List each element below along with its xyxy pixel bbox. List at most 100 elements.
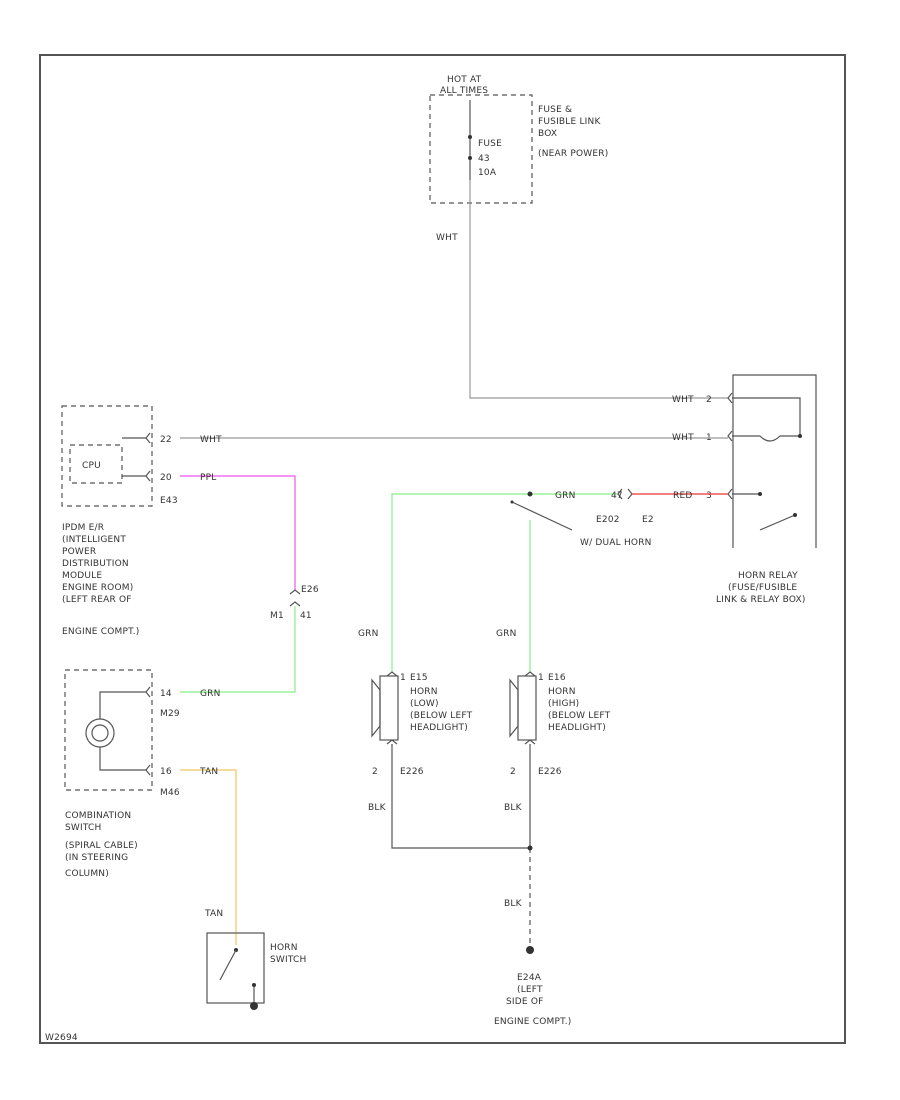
ipdm-terminal-lower xyxy=(145,470,151,482)
joint-connector: E26 M1 41 xyxy=(270,585,319,621)
horn-high-pin-top: 1 xyxy=(538,673,544,683)
ipdm-terminal-upper xyxy=(145,432,151,444)
joint-pin-41: 41 xyxy=(300,611,312,621)
horn-low-name-3: (BELOW LEFT xyxy=(410,711,473,721)
wire-label-wht-relay-top: WHT xyxy=(672,395,694,405)
horn-switch-ground-icon xyxy=(250,1002,258,1010)
diagram-id: W2694 xyxy=(45,1033,78,1043)
ipdm-name-2: (INTELLIGENT xyxy=(62,535,126,545)
wire-label-grn-combo: GRN xyxy=(200,689,221,699)
horn-high-terminal-top xyxy=(524,671,536,677)
wire-label-blk-ground: BLK xyxy=(504,899,523,909)
wire-label-tan-combo: TAN xyxy=(199,767,218,777)
wire-label-tan-switch: TAN xyxy=(204,909,223,919)
dual-horn-pin: 47 xyxy=(611,491,623,501)
horn-switch: HORN SWITCH xyxy=(206,932,307,1010)
wire-label-wht-fuse: WHT xyxy=(436,233,458,243)
ipdm-pin-20: 20 xyxy=(160,473,172,483)
horn-high-name-4: HEADLIGHT) xyxy=(548,723,606,733)
combination-switch-outline xyxy=(64,669,153,791)
relay-coil-path xyxy=(732,397,801,442)
ipdm-outline xyxy=(61,405,153,507)
wire-label-blk-low: BLK xyxy=(368,803,387,813)
wire-label-grn-low: GRN xyxy=(358,629,379,639)
horn-low: 1 E15 HORN (LOW) (BELOW LEFT HEADLIGHT) … xyxy=(371,671,473,777)
horn-low-terminal-bot xyxy=(386,739,398,745)
ground-name-3: SIDE OF xyxy=(506,997,544,1007)
dual-horn-note: W/ DUAL HORN xyxy=(580,538,652,548)
relay-terminal-top xyxy=(727,392,733,404)
fuse-terminal-top xyxy=(468,135,472,139)
wire-label-wht-relay-mid: WHT xyxy=(672,433,694,443)
dual-horn-switch-arm xyxy=(511,501,573,531)
joint-conn-m1: M1 xyxy=(270,611,284,621)
horn-relay-name-3: LINK & RELAY BOX) xyxy=(716,595,806,605)
cpu-label: CPU xyxy=(82,461,101,471)
fuse-rating: 10A xyxy=(478,168,497,178)
all-times-label: ALL TIMES xyxy=(440,86,488,96)
ipdm-connector: E43 xyxy=(160,496,178,506)
fuse-box-name-3: BOX xyxy=(538,129,557,139)
ground-name-1: E24A xyxy=(517,973,542,983)
combo-lead-lower xyxy=(99,747,146,771)
wire-label-wht-ipdm: WHT xyxy=(200,435,222,445)
combo-conn-m46: M46 xyxy=(160,788,180,798)
horn-switch-contact-bottom xyxy=(252,983,256,987)
diagram-frame xyxy=(39,54,846,1044)
relay-contact-dot xyxy=(758,492,762,496)
fuse-box-outline xyxy=(429,94,533,204)
spiral-cable-inner xyxy=(91,724,109,742)
wire-label-grn-high: GRN xyxy=(496,629,517,639)
combo-pin-14: 14 xyxy=(160,689,172,699)
combo-lead-upper xyxy=(99,691,146,719)
horn-high-name-1: HORN xyxy=(548,687,576,697)
horn-high-conn-top: E16 xyxy=(548,673,566,683)
joint-terminal-lower xyxy=(289,601,301,607)
ipdm-name-4: DISTRIBUTION xyxy=(62,559,129,569)
combo-name-5: COLUMN) xyxy=(65,869,109,879)
fuse-number: 43 xyxy=(478,154,490,164)
horn-high-conn-bot: E226 xyxy=(538,767,562,777)
wire-grn-combo xyxy=(180,606,296,693)
splice-dot xyxy=(527,491,533,497)
relay-pin-2: 2 xyxy=(706,395,712,405)
dual-horn-terminal-a xyxy=(617,488,623,500)
combo-terminal-upper xyxy=(145,686,151,698)
horn-relay-outline xyxy=(732,374,817,548)
horn-low-terminal-top xyxy=(386,671,398,677)
horn-low-conn-bot: E226 xyxy=(400,767,424,777)
ipdm-name-5: MODULE xyxy=(62,571,102,581)
horn-low-pin-bot: 2 xyxy=(372,767,378,777)
horn-high: 1 E16 HORN (HIGH) (BELOW LEFT HEADLIGHT)… xyxy=(509,671,611,777)
horn-switch-arm xyxy=(219,949,237,981)
combo-name-1: COMBINATION xyxy=(65,811,131,821)
fuse-box-name-1: FUSE & xyxy=(538,105,572,115)
horn-relay-name-1: HORN RELAY xyxy=(738,571,798,581)
horn-high-icon xyxy=(509,678,519,738)
ipdm-er: CPU 22 20 E43 IPDM E/R (INTELLIGENT POWE… xyxy=(61,405,178,637)
horn-low-conn-top: E15 xyxy=(410,673,428,683)
ground-splice-dot xyxy=(527,845,533,851)
wire-label-grn-top: GRN xyxy=(555,491,576,501)
relay-contact-dot-2 xyxy=(793,513,797,517)
horn-relay: 2 1 3 HORN RELAY (FUSE/FUSIBLE LINK & RE… xyxy=(706,374,817,605)
horn-low-icon xyxy=(371,678,381,738)
ipdm-name-3: POWER xyxy=(62,547,96,557)
horn-switch-name-2: SWITCH xyxy=(270,955,307,965)
combo-name-3: (SPIRAL CABLE) xyxy=(65,841,138,851)
dual-horn-conn-b: E2 xyxy=(642,515,654,525)
fuse-label: FUSE xyxy=(478,139,502,149)
joint-conn-e26: E26 xyxy=(301,585,319,595)
ipdm-name-8: ENGINE COMPT.) xyxy=(62,627,140,637)
wire-tan xyxy=(180,769,237,945)
dual-horn-terminal-b xyxy=(627,488,633,500)
relay-pin-3: 3 xyxy=(706,491,712,501)
combo-pin-16: 16 xyxy=(160,767,172,777)
combo-name-2: SWITCH xyxy=(65,823,102,833)
joint-terminal-upper xyxy=(289,589,301,595)
ipdm-pin-22: 22 xyxy=(160,435,172,445)
horn-low-name-4: HEADLIGHT) xyxy=(410,723,468,733)
combo-terminal-lower xyxy=(145,764,151,776)
horn-high-name-3: (BELOW LEFT xyxy=(548,711,611,721)
